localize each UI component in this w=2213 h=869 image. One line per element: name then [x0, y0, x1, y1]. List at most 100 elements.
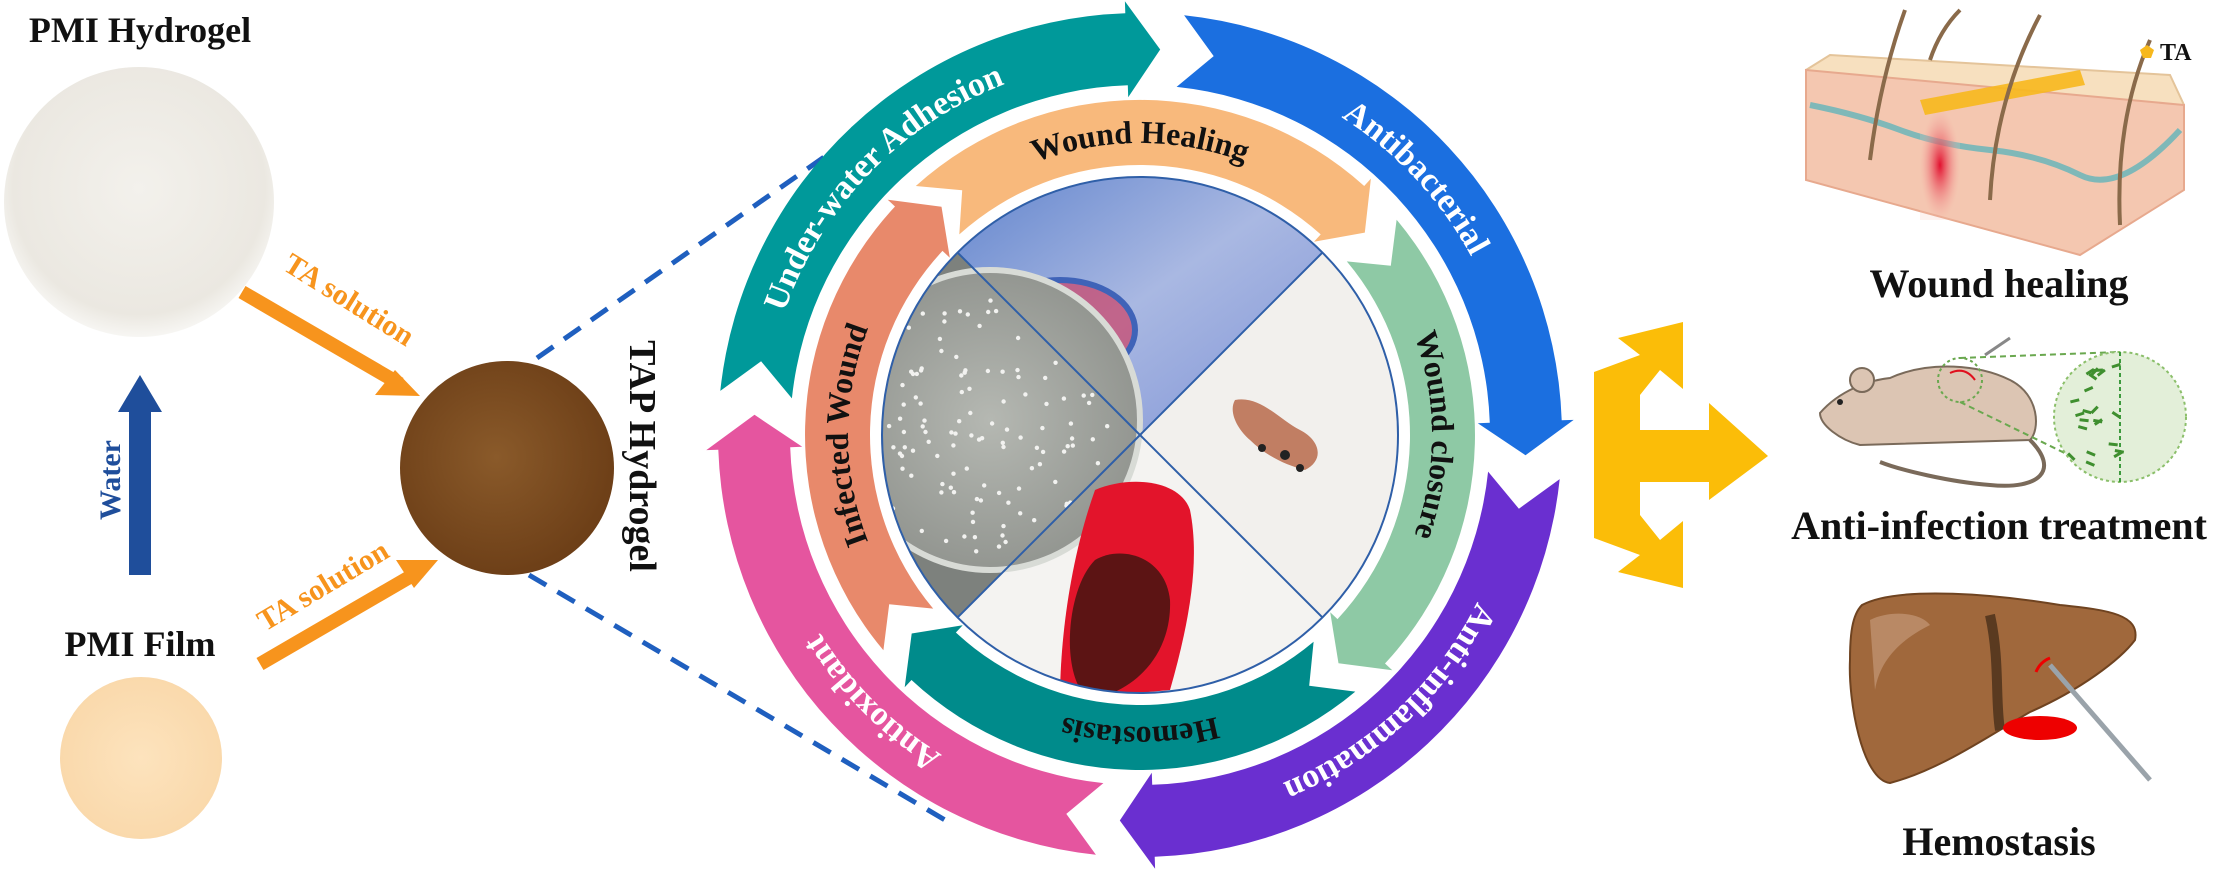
colony-dot: [891, 445, 896, 450]
colony-dot: [899, 453, 905, 459]
colony-dot: [1016, 374, 1021, 380]
zoom-dashed-line-bottom: [527, 572, 947, 823]
colony-dot: [875, 420, 879, 424]
colony-dot: [986, 309, 991, 315]
colony-dot: [972, 535, 978, 540]
colony-dot: [963, 368, 968, 373]
colony-dot: [957, 419, 962, 424]
colony-dot: [1006, 500, 1011, 505]
bacterium: [2113, 450, 2123, 459]
colony-dot: [1016, 486, 1022, 491]
bacterium: [2075, 411, 2085, 418]
colony-dot: [906, 325, 911, 330]
colony-dot: [974, 496, 980, 502]
colony-dot: [901, 402, 906, 407]
colony-dot: [939, 490, 944, 495]
colony-dot: [976, 437, 982, 442]
pmi-hydrogel-label: PMI Hydrogel: [29, 10, 251, 50]
bacterium: [2082, 408, 2092, 415]
colony-dot: [985, 368, 991, 374]
arrow-down-right: [1594, 515, 1683, 588]
tap-hydrogel-label: TAP Hydrogel: [621, 340, 663, 572]
colony-dot: [939, 348, 944, 354]
mouse-infection-illustration: [1818, 336, 2187, 488]
bacterium: [2086, 450, 2096, 457]
colony-dot: [900, 382, 905, 388]
colony-dot: [901, 429, 907, 435]
colony-dot: [1034, 445, 1040, 450]
colony-dot: [910, 448, 916, 453]
liver-photo: [1060, 481, 1194, 693]
pmi-film-disc: [60, 677, 222, 839]
photo-circle-border: [881, 176, 1399, 694]
ta-solution-label-top: TA solution: [278, 247, 420, 353]
colony-dot: [1068, 421, 1074, 426]
colony-dot: [977, 323, 982, 329]
colony-dot: [913, 395, 918, 400]
colony-dot: [918, 368, 924, 373]
hemostasis-label: Hemostasis: [1902, 819, 2095, 864]
bacterium: [2079, 418, 2089, 423]
ring-segment-wound-closure: [1330, 219, 1475, 671]
tap-hydrogel-disc: [400, 361, 614, 575]
colony-dot: [989, 421, 995, 426]
colony-dot: [1001, 399, 1006, 404]
histology-photo: [949, 177, 1331, 435]
colony-dot: [942, 319, 947, 324]
colony-dot: [1015, 335, 1021, 341]
colony-dot: [996, 490, 1002, 496]
photo-circle: [875, 177, 1398, 693]
bacterium: [2077, 425, 2088, 431]
bacterium: [2093, 418, 2103, 424]
colony-dot: [1064, 501, 1070, 506]
colony-dot: [957, 309, 963, 314]
colony-dot: [959, 389, 964, 395]
colony-dot: [951, 490, 957, 495]
colony-dot: [1070, 443, 1076, 448]
colony-dot: [959, 373, 964, 378]
fur-wound: [1232, 399, 1318, 472]
ta-legend-label: TA: [2160, 40, 2192, 66]
colony-dot: [962, 534, 967, 539]
colony-dot: [953, 431, 958, 436]
bacterium: [2111, 410, 2121, 419]
colony-dot: [926, 439, 931, 444]
colony-dot: [935, 453, 940, 459]
colony-dot: [1081, 393, 1086, 398]
colony-dot: [1003, 539, 1008, 545]
liver-hemostasis-illustration: [1848, 592, 2152, 785]
ring-segment-antibacterial: [1176, 15, 1574, 456]
colony-dot: [1053, 360, 1058, 365]
colony-dot: [1000, 440, 1005, 445]
bacterium: [2090, 367, 2099, 376]
bacterium: [2096, 368, 2106, 377]
colony-dot: [919, 528, 924, 534]
colony-dot: [902, 445, 907, 450]
colony-dot: [949, 430, 954, 435]
colony-dot: [978, 498, 984, 503]
colony-dot: [1090, 437, 1096, 442]
colony-dot: [909, 473, 914, 478]
colony-dot: [877, 453, 881, 457]
colony-dot: [948, 485, 953, 490]
colony-dot: [1015, 367, 1020, 373]
colony-dot: [982, 483, 987, 488]
colony-dot: [920, 424, 925, 429]
colony-dot: [993, 308, 999, 314]
colony-dot: [969, 433, 974, 438]
colony-dot: [1023, 392, 1028, 397]
bacterium: [2114, 449, 2125, 454]
colony-dot: [937, 336, 943, 342]
application-arrows: [1594, 322, 1768, 588]
colony-dot: [897, 416, 903, 421]
colony-dot: [1044, 401, 1049, 407]
pmi-film-label: PMI Film: [65, 624, 216, 664]
ring-segment-hemostasis: [904, 625, 1356, 770]
colony-dot: [970, 519, 976, 525]
bacteria: [2067, 362, 2125, 467]
colony-dot: [1001, 444, 1006, 450]
colony-dot: [970, 510, 975, 515]
water-arrow: [118, 375, 162, 575]
